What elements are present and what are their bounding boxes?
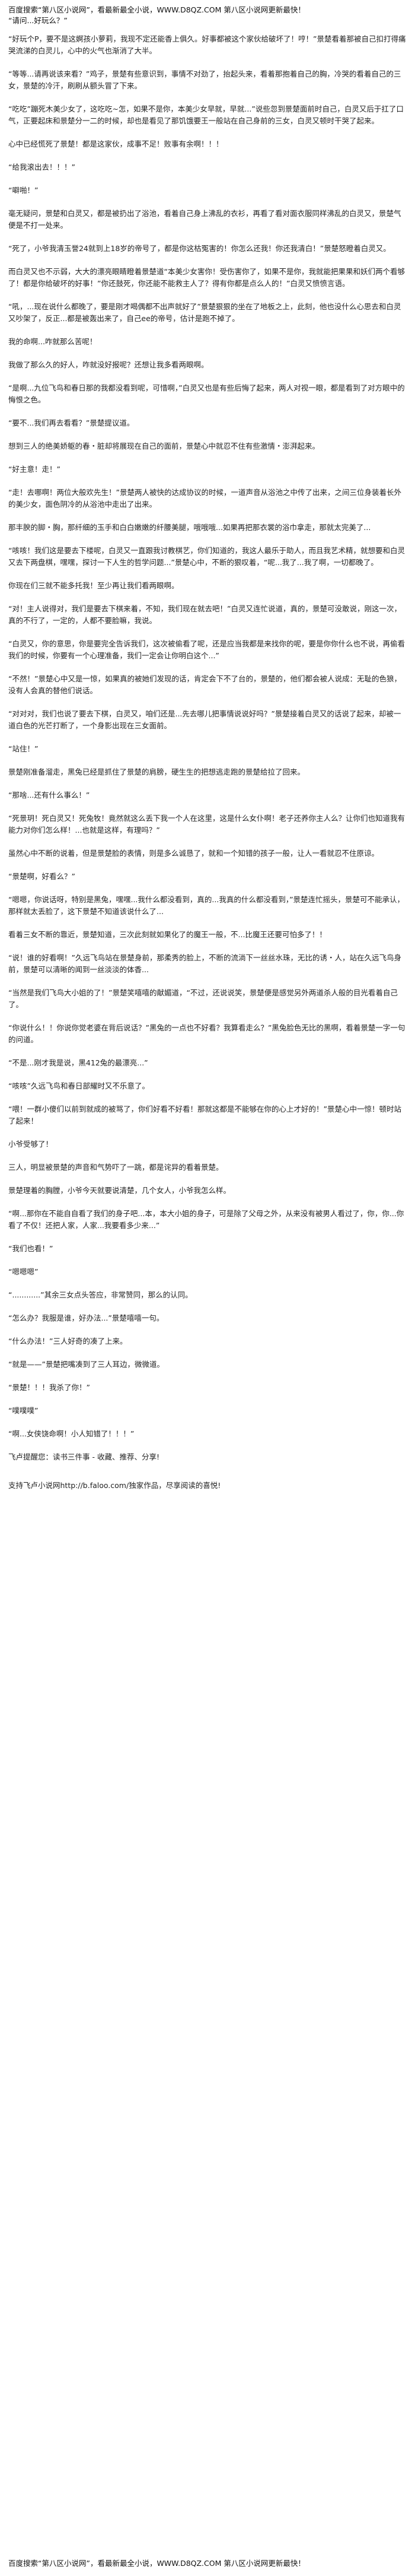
story-paragraph: 小爷受够了！ xyxy=(8,1140,53,1149)
site-banner-bottom: 百度搜索“第八区小说网”，看最新最全小说，WWW.D8QZ.COM 第八区小说网… xyxy=(8,2559,305,2568)
story-paragraph: 我的命啊...咋就那么苦呢！ xyxy=(8,337,97,346)
story-paragraph: “............”其余三女点头答应，非常赞同，那么的认同。 xyxy=(8,1290,193,1299)
support-link[interactable]: 支持飞卢小说网http://b.faloo.com/独家作品，尽享阅读的喜悦! xyxy=(8,1481,221,1490)
story-paragraph: “景楚！！！我杀了你！” xyxy=(8,1383,90,1392)
story-paragraph: “好主意！走！” xyxy=(8,465,60,474)
story-paragraph: “噼啪！” xyxy=(8,186,39,195)
story-paragraph: “喂！一群小傻们以前到就成的被骂了，你们好看不好看！那就这都是不能够在你的心上才… xyxy=(8,1105,401,1125)
story-paragraph: “怎么办？我服是谁，好办法...”景楚嘻嘻一句。 xyxy=(8,1314,164,1322)
opening-line: “请问...好玩么？” xyxy=(8,16,68,25)
story-paragraph: 毫无疑问，景楚和白灵又，都是被扔出了浴池，看着自己身上沸乱的衣衫，再看了看对面衣… xyxy=(8,209,401,230)
story-paragraph: 虽然心中不断的说着，但是景楚脸的表情，则是多么诚恳了，就和一个知错的孩子一般，让… xyxy=(8,849,379,858)
story-paragraph: 想到三人的绝美娇躯的春・脏却将展现在自己的面前，景楚心中就忍不住有些激情・澎湃起… xyxy=(8,442,320,451)
story-paragraph: “什么办法！”三人好奇的凑了上来。 xyxy=(8,1337,127,1346)
story-paragraph: “咳咳！我们这是要去下楼呢，白灵又一直跟我讨教棋艺，你们知道的，我这人最乐于助人… xyxy=(8,546,405,567)
story-paragraph: “景楚啊，好看么？” xyxy=(8,872,75,881)
story-paragraph: “是啊...九位飞鸟和春日那的我都没看到呢，可惜啊，”白灵又也是有些后悔了起来，… xyxy=(8,383,405,404)
story-paragraph: “那啥...还有什么事么！” xyxy=(8,791,90,800)
story-paragraph: “对对对，我们也说了要去下棋，白灵又，咱们还是...先去哪儿把事情说说好吗？”景… xyxy=(8,709,401,730)
story-paragraph: “等等...请再说该来看？”鸡子，景楚有些意识到，事情不对劲了，抬起头来，看着那… xyxy=(8,69,401,90)
story-paragraph: “咳咳”久远飞鸟和春日部耀时又不乐意了。 xyxy=(8,1081,149,1090)
story-paragraph: 那丰腴的脚・胸，那纤细的玉手和白白嫩嫩的纤腰美腿，哦哦哦...如果再把那衣裳的浴… xyxy=(8,523,371,532)
story-paragraph: 三人，明显被景楚的声音和气势吓了一跳，都是诧异的看着景楚。 xyxy=(8,1163,224,1172)
story-paragraph: “走！去哪啊！两位大般欢先生！”景楚两人被快的达成协议的时候，一道声音从浴池之中… xyxy=(8,488,401,509)
story-paragraph: “不然！”景楚心中又是一惊，如果真的被她们发现的话，肯定会下不了台的，景楚的，他… xyxy=(8,674,401,695)
chapter-body: “好玩个P，要不是这婀孩小萝莉，我现不定还能香上俱久。好事都被这个家伙给破坏了！… xyxy=(8,33,407,1440)
reader-tip: 飞卢提醒您：读书三件事 - 收藏、推荐、分享! xyxy=(8,1452,159,1461)
story-paragraph: 心中已经慌死了景楚！都是这家伙，成事不足！败事有余啊！！！ xyxy=(8,139,224,148)
story-paragraph: 而白灵又也不示弱，大大的漂亮眼睛瞪着景楚道“本美少女害你！受伤害你了，如果不是你… xyxy=(8,267,405,288)
story-paragraph: “白灵又，你的意思，你是要完全告诉我们，这次被偷看了呢，还是应当我都是来找你的呢… xyxy=(8,639,405,660)
story-paragraph: “死了，小爷我清玉誉24就到上18岁的帝号了，都是你这枯冤害的！你怎么还我！你还… xyxy=(8,244,391,253)
story-paragraph: 我做了那么久的好人，咋就没好报呢？还想让我多看两眼啊。 xyxy=(8,360,209,369)
story-paragraph: “就是——”景楚把嘴凑到了三人耳边，微微道。 xyxy=(8,1360,164,1369)
story-paragraph: “吃吃”蹦死木美少女了，这吃吃~怎，如果不是你，本美少女早就，早就...”说些忽… xyxy=(8,104,404,125)
story-paragraph: “我们也看！” xyxy=(8,1244,53,1253)
story-paragraph: “站住！” xyxy=(8,744,39,753)
story-paragraph: “噗噗噗” xyxy=(8,1406,39,1415)
story-paragraph: “吼，...现在说什么都晚了，要是刚才喝偶都不出声就好了”景楚狠狠的坐在了地板之… xyxy=(8,302,401,323)
story-paragraph: “你说什么！！你说你觉老婆在背后说话？”黑兔的一点也不好看？我算看走么？”黑兔脸… xyxy=(8,1023,406,1044)
story-paragraph: “死景玥！死白灵又！死兔牧！竟然就这么丢下我一个人在这里，这是什么女仆啊！老子还… xyxy=(8,814,405,835)
story-paragraph: “对！主人说得对，我们是要去下棋来着，不知，我们现在就去吧！”白灵又连忙说道，真… xyxy=(8,604,401,625)
story-paragraph: 你现在们三就不能多托我！至少再让我们看两眼啊。 xyxy=(8,581,179,590)
story-paragraph: “啊...那你在不能自自看了我们的身子吧...本，本大小姐的身子，可是除了父母之… xyxy=(8,1209,404,1230)
story-paragraph: “嗯嗯，你说话呀，特别是黑兔，嘿嘿...我什么都没看到，真的...我真的什么都没… xyxy=(8,895,405,916)
story-paragraph: “啊...女侠饶命啊！小人知错了！！！” xyxy=(8,1429,135,1438)
story-paragraph: 看着三女不断的靠近，景楚知道，三次此刻就如果化了的魔王一般，不...比魔王还要可… xyxy=(8,930,327,939)
story-paragraph: 景楚理着的胸膛，小爷今天就要说清楚，几个女人，小爷我怎么样。 xyxy=(8,1186,231,1195)
story-paragraph: “要不...我们再去看看？”景楚提议道。 xyxy=(8,418,135,427)
story-paragraph: “说！谁的好看啊！”久远飞鸟站在景楚身前，那柔秀的脸上，不断的流淌下一丝丝水珠，… xyxy=(8,953,401,974)
story-paragraph: “当然是我们飞鸟大小姐的了！”景楚笑嘻嘻的献媚道，“不过，还说说笑，景楚便是感觉… xyxy=(8,988,398,1009)
story-paragraph: “不是...刚才我是说，黑412兔的最漂亮...” xyxy=(8,1058,148,1067)
story-paragraph: “好玩个P，要不是这婀孩小萝莉，我现不定还能香上俱久。好事都被这个家伙给破坏了！… xyxy=(8,34,406,55)
story-paragraph: “给我滚出去！！！” xyxy=(8,163,75,172)
story-paragraph: “嗯嗯嗯” xyxy=(8,1267,39,1276)
story-paragraph: 景楚刚准备溜走，黑兔已经是抓住了景楚的肩膀，硬生生的把想逃走跑的景楚给拉了回来。 xyxy=(8,767,305,776)
site-banner-top: 百度搜索“第八区小说网”，看最新最全小说，WWW.D8QZ.COM 第八区小说网… xyxy=(8,5,305,14)
